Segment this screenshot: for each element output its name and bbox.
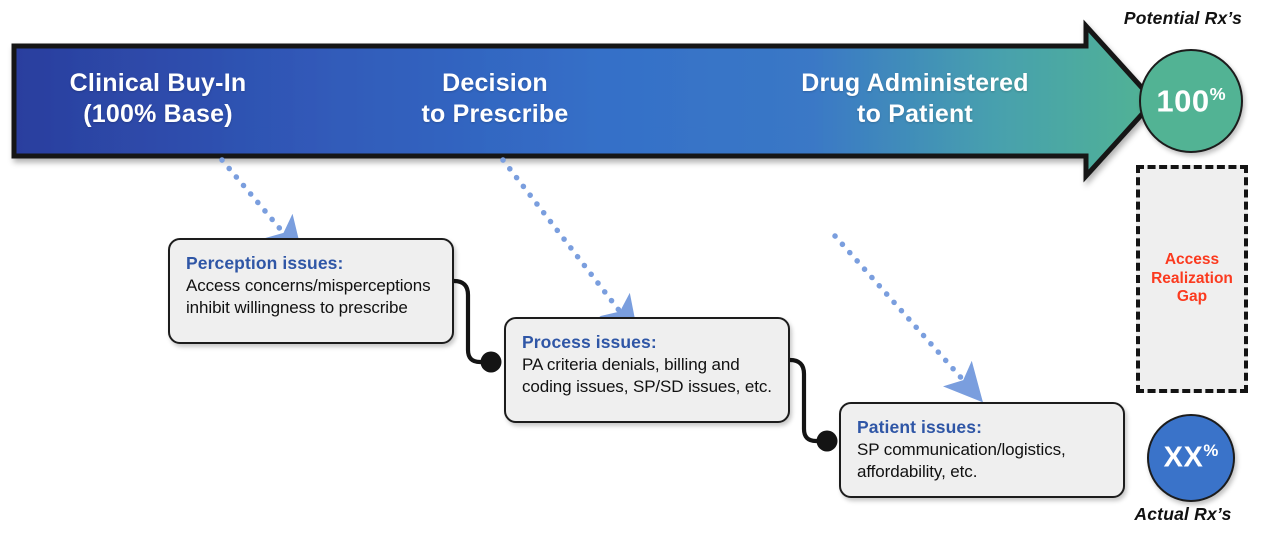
arrow-stage-label-decision-to-prescribe: Decision to Prescribe <box>421 69 569 128</box>
dotted-arrow-2 <box>500 157 639 336</box>
dotted-arrow-1 <box>219 157 303 256</box>
callout-title: Patient issues: <box>857 417 983 437</box>
callout-title: Process issues: <box>522 332 657 352</box>
callout-perception-issues[interactable]: Perception issues: Access concerns/mispe… <box>168 238 454 344</box>
callout-body: PA criteria denials, billing and coding … <box>522 355 772 397</box>
arrow-stage-label-clinical-buy-in: Clinical Buy-In (100% Base) <box>69 69 247 128</box>
actual-rx-circle: XX% <box>1147 414 1235 502</box>
percent-symbol: % <box>1209 84 1226 105</box>
potential-rx-circle: 100% <box>1139 49 1243 153</box>
callout-body: SP communication/logistics, affordabilit… <box>857 440 1066 482</box>
access-realization-gap-text: Access Realization Gap <box>1151 250 1233 306</box>
connector-dot-1 <box>480 351 502 373</box>
percent-symbol: % <box>1203 441 1219 461</box>
callout-body: Access concerns/misperceptions inhibit w… <box>186 276 431 318</box>
elbow-connector-2 <box>787 357 826 444</box>
callout-process-issues[interactable]: Process issues: PA criteria denials, bil… <box>504 317 790 423</box>
potential-rx-value: 100% <box>1156 85 1225 116</box>
connector-dot-2 <box>816 430 838 452</box>
arrow-stage-label-drug-administered: Drug Administered to Patient <box>801 69 1029 128</box>
actual-rx-label: Actual Rx’s <box>1134 504 1232 524</box>
elbow-connector-1 <box>451 278 490 365</box>
actual-rx-value: XX% <box>1163 441 1219 474</box>
potential-rx-label: Potential Rx’s <box>1123 8 1243 28</box>
access-realization-gap-box: Access Realization Gap <box>1136 165 1248 393</box>
dotted-arrow-3 <box>832 233 983 403</box>
actual-rx-number: XX <box>1163 441 1204 474</box>
callout-title: Perception issues: <box>186 253 344 273</box>
potential-rx-number: 100 <box>1156 83 1210 119</box>
callout-patient-issues[interactable]: Patient issues: SP communication/logisti… <box>839 402 1125 498</box>
